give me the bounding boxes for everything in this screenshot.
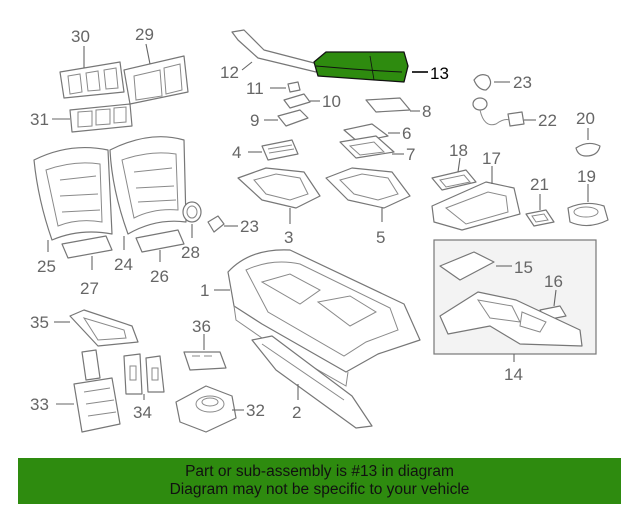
callout-26: 26 — [150, 267, 169, 286]
part-21-socket — [525, 209, 555, 227]
callout-17: 17 — [482, 149, 501, 168]
part-7-bezel — [339, 135, 395, 159]
callout-33: 33 — [30, 395, 49, 414]
callout-35: 35 — [30, 313, 49, 332]
callout-10: 10 — [322, 92, 341, 111]
callout-27: 27 — [80, 279, 99, 298]
part-8-trim — [365, 97, 411, 113]
part-19-cup-holder — [567, 202, 609, 227]
part-23-clip-right — [473, 74, 492, 91]
part-5-storage-tray — [325, 167, 411, 209]
callout-21: 21 — [530, 175, 549, 194]
part-10-bracket — [283, 93, 311, 109]
callout-23-left: 23 — [240, 217, 259, 236]
part-35-trim — [69, 309, 139, 347]
callout-5: 5 — [376, 228, 385, 247]
part-25-side-trim — [33, 146, 113, 241]
callout-25: 25 — [37, 257, 56, 276]
callout-1: 1 — [200, 281, 209, 300]
part-33-shifter — [73, 349, 121, 433]
callout-31: 31 — [30, 110, 49, 129]
callout-8: 8 — [422, 102, 431, 121]
part-30-vent — [59, 61, 125, 99]
part-14-console-trim — [439, 291, 583, 347]
callout-6: 6 — [402, 124, 411, 143]
callout-4: 4 — [232, 143, 241, 162]
part-4-mat — [261, 139, 299, 161]
callout-15: 15 — [514, 258, 533, 277]
callout-12: 12 — [220, 63, 239, 82]
part-31-control-panel — [69, 103, 133, 133]
callout-32: 32 — [246, 401, 265, 420]
part-15-mat — [439, 251, 495, 281]
callout-29: 29 — [135, 25, 154, 44]
part-17-console-section — [431, 181, 521, 231]
callout-9: 9 — [250, 111, 259, 130]
part-info-banner: Part or sub-assembly is #13 in diagram D… — [18, 458, 621, 504]
callout-23-right: 23 — [513, 73, 532, 92]
part-29-vent — [123, 55, 189, 105]
part-27-plate — [61, 235, 113, 259]
banner-line-disclaimer: Diagram may not be specific to your vehi… — [169, 481, 470, 498]
callout-34: 34 — [133, 403, 152, 422]
callout-13: 13 — [430, 64, 449, 83]
part-26-plate — [135, 229, 185, 253]
callout-24: 24 — [114, 255, 133, 274]
part-12-trim-strip — [231, 29, 319, 73]
callout-19: 19 — [577, 167, 596, 186]
callout-3: 3 — [284, 228, 293, 247]
callout-30: 30 — [71, 27, 90, 46]
callout-36: 36 — [192, 317, 211, 336]
callout-22: 22 — [538, 111, 557, 130]
callout-14: 14 — [504, 365, 523, 384]
part-32-idrive-controller — [175, 385, 237, 433]
banner-line-part: Part or sub-assembly is #13 in diagram — [185, 463, 454, 480]
callout-28: 28 — [181, 243, 200, 262]
callout-18: 18 — [449, 141, 468, 160]
part-22-cable — [472, 97, 525, 127]
part-11-clip — [287, 81, 301, 93]
callout-7: 7 — [406, 145, 415, 164]
part-1-center-console — [227, 249, 421, 387]
part-34-trim-pieces — [123, 353, 165, 395]
part-20-cover — [575, 142, 601, 157]
part-18-tray-insert — [431, 169, 477, 191]
callout-2: 2 — [292, 403, 301, 422]
part-9-bracket — [277, 109, 309, 127]
callout-16: 16 — [544, 272, 563, 291]
callout-11: 11 — [246, 79, 264, 98]
parts-diagram: 30 29 31 25 24 27 26 28 23 — [30, 25, 609, 433]
part-13-armrest-lid — [313, 51, 409, 83]
part-28-knob — [182, 201, 202, 223]
part-2-side-panel — [251, 335, 373, 429]
part-23-clip-left — [207, 215, 225, 233]
part-36-switch — [183, 351, 227, 371]
part-24-side-trim — [109, 136, 187, 235]
part-3-storage-tray — [237, 167, 321, 209]
callout-20: 20 — [576, 109, 595, 128]
